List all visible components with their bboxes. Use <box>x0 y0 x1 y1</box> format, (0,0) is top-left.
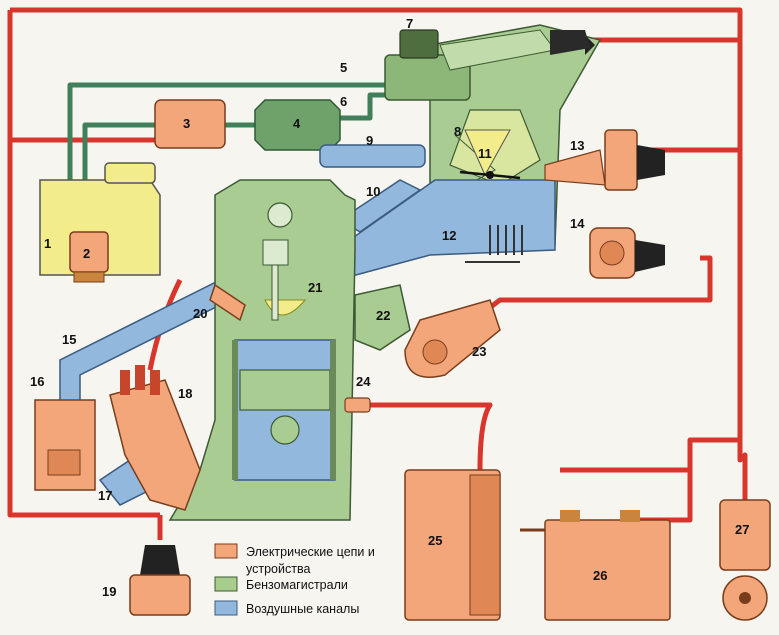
legend: Электрические цепи и устройства Бензомаг… <box>214 543 375 616</box>
idle-air-channel-9 <box>319 144 426 168</box>
label-15: 15 <box>62 332 76 347</box>
component-19 <box>129 545 191 616</box>
wire-to-battery <box>640 470 693 523</box>
sensor-24 <box>344 397 371 413</box>
air-channels <box>59 144 556 406</box>
label-19: 19 <box>102 584 116 599</box>
wire-left-loop <box>7 10 160 518</box>
wire-right-trunk <box>737 40 748 500</box>
legend-label-electric-2: устройства <box>246 562 310 576</box>
piston <box>239 369 331 411</box>
label-26: 26 <box>593 568 607 583</box>
battery-26 <box>520 510 671 621</box>
label-17: 17 <box>98 488 112 503</box>
label-11: 11 <box>478 146 492 161</box>
engine-block <box>168 179 411 521</box>
label-24: 24 <box>356 374 371 389</box>
legend-swatch-air <box>214 600 238 616</box>
air-flow-sensor-11 <box>464 129 511 177</box>
throttle-switch-13 <box>544 129 665 191</box>
legend-label-fuel: Бензомагистрали <box>246 578 348 592</box>
fuel-pump <box>69 231 109 283</box>
injector-20 <box>209 283 246 322</box>
label-21: 21 <box>308 280 322 295</box>
legend-swatch-fuel <box>214 576 238 592</box>
component-27 <box>719 499 771 621</box>
wire-right-mid <box>560 437 740 473</box>
label-27: 27 <box>735 522 749 537</box>
wire-to-coil <box>458 255 713 332</box>
legend-label-electric-1: Электрические цепи и <box>246 545 375 559</box>
fuel-filter-3 <box>154 99 226 149</box>
wire-24-to-ecu <box>350 402 493 471</box>
label-25: 25 <box>428 533 442 548</box>
label-9: 9 <box>366 133 373 148</box>
label-5: 5 <box>340 60 347 75</box>
label-12: 12 <box>442 228 456 243</box>
label-13: 13 <box>570 138 584 153</box>
label-3: 3 <box>183 116 190 131</box>
label-16: 16 <box>30 374 44 389</box>
label-1: 1 <box>44 236 51 251</box>
label-7: 7 <box>406 16 413 31</box>
legend-label-air: Воздушные каналы <box>246 602 359 616</box>
label-10: 10 <box>366 184 380 199</box>
exhaust-manifold-22 <box>354 284 411 351</box>
connector-boot-top <box>550 30 590 55</box>
label-14: 14 <box>570 216 585 231</box>
legend-swatch-electric <box>214 543 238 559</box>
ignition-coil-23 <box>404 299 501 378</box>
label-8: 8 <box>454 124 461 139</box>
control-unit-25 <box>404 469 501 621</box>
component-numbers: 1 2 3 4 5 6 7 8 9 10 11 12 13 14 15 16 1… <box>30 16 749 599</box>
label-2: 2 <box>83 246 90 261</box>
label-23: 23 <box>472 344 486 359</box>
distributor-18 <box>109 365 201 511</box>
label-6: 6 <box>340 94 347 109</box>
intake-valve <box>271 264 279 321</box>
label-18: 18 <box>178 386 192 401</box>
label-20: 20 <box>193 306 207 321</box>
relay-16 <box>34 399 96 491</box>
label-4: 4 <box>293 116 301 131</box>
fuel-line-6 <box>335 92 395 121</box>
temperature-sensor-14 <box>589 227 665 279</box>
label-22: 22 <box>376 308 390 323</box>
wire-top-loop <box>10 7 743 43</box>
